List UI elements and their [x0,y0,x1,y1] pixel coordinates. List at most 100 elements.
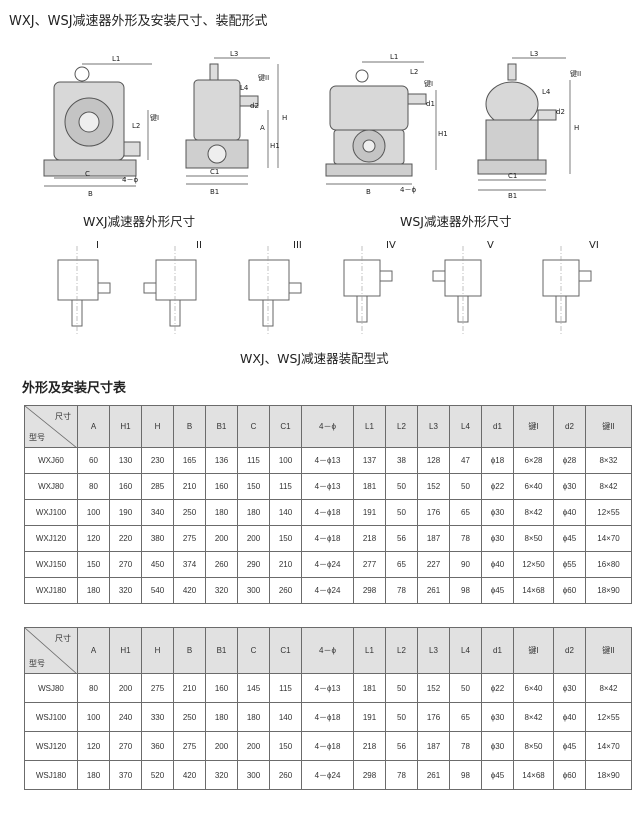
column-header: 4－ϕ [301,627,354,674]
dimension-cell: 4－ϕ18 [301,702,354,732]
wsj-front-view: L1 L2 键I d1 H1 B 4－ϕ [325,53,448,196]
corner-label-model: 型号 [29,433,45,442]
label-b: B [88,190,93,198]
dimension-cell: 4－ϕ18 [301,499,354,526]
dimension-cell: 261 [417,577,450,604]
column-header: 键II [585,627,632,674]
dimension-cell: 200 [237,731,270,761]
label-wsj-h1: H1 [438,130,448,138]
column-header: H [141,405,174,448]
dimension-cell: ϕ40 [481,551,514,578]
dimension-cell: 152 [417,673,450,703]
dimension-cell: 218 [353,525,386,552]
dimension-cell: 320 [205,577,238,604]
dimension-cell: 277 [353,551,386,578]
assembly-diagram-2 [143,246,197,334]
model-cell: WSJ180 [24,760,78,790]
dimension-cell: 4－ϕ13 [301,447,354,474]
dimension-cell: 150 [77,551,110,578]
dimension-cell: 18×90 [585,577,632,604]
column-header: L4 [449,627,482,674]
label-d2: d2 [250,102,259,110]
dimension-cell: 150 [237,473,270,500]
model-cell: WXJ100 [24,499,78,526]
model-cell: WXJ120 [24,525,78,552]
column-header: L4 [449,405,482,448]
column-header: B1 [205,627,238,674]
dimension-cell: 360 [141,731,174,761]
model-cell: WXJ150 [24,551,78,578]
dimension-cell: 210 [173,673,206,703]
assembly-type-2: II [130,238,230,338]
dimension-cell: ϕ40 [553,702,586,732]
wxj-front-view: L1 B C L2 键I 4－ϕ [43,55,159,198]
dimension-cell: ϕ30 [553,473,586,500]
dimension-cell: 240 [109,702,142,732]
dimension-cell: ϕ45 [481,760,514,790]
dimension-cell: 65 [449,499,482,526]
dimension-cell: 38 [385,447,418,474]
dimension-cell: 218 [353,731,386,761]
dimension-cell: 78 [449,731,482,761]
corner-header-cell: 尺寸型号 [24,627,78,674]
dimension-cell: ϕ22 [481,673,514,703]
dimension-cell: 65 [385,551,418,578]
dimension-cell: 115 [269,673,302,703]
column-header: H1 [109,627,142,674]
caption-assembly: WXJ、WSJ减速器装配型式 [240,351,389,366]
dimension-cell: ϕ45 [553,731,586,761]
model-cell: WXJ180 [24,577,78,604]
label-b1: B1 [210,188,219,196]
model-cell: WSJ120 [24,731,78,761]
dimension-cell: 56 [385,731,418,761]
column-header: C [237,405,270,448]
model-cell: WSJ80 [24,673,78,703]
dimension-cell: 181 [353,473,386,500]
dimension-cell: 275 [141,673,174,703]
dimension-cell: 152 [417,473,450,500]
dimension-cell: 120 [77,731,110,761]
column-header: L1 [353,405,386,448]
dimension-cell: 200 [237,525,270,552]
dimension-cell: ϕ18 [481,447,514,474]
assembly-label-2: II [196,240,202,251]
column-header: L2 [385,627,418,674]
label-wsj-l3: L3 [530,50,538,58]
dimension-cell: 78 [385,760,418,790]
label-wsj-c1: C1 [508,172,517,180]
label-wsj-b1: B1 [508,192,517,200]
column-header: L3 [417,627,450,674]
label-wsj-h: H [574,124,579,132]
dimension-cell: 80 [77,673,110,703]
dimension-cell: 450 [141,551,174,578]
dimension-cell: 298 [353,577,386,604]
dimension-cell: 14×68 [513,760,554,790]
dimension-cell: 90 [449,551,482,578]
caption-wxj-outline: WXJ减速器外形尺寸 [83,214,196,229]
dimension-cell: 6×40 [513,673,554,703]
label-wsj-key-ii: 键II [570,69,581,78]
dimension-cell: 270 [109,551,142,578]
dimension-cell: 160 [109,473,142,500]
dimension-cell: 290 [237,551,270,578]
label-a: A [260,124,265,132]
dimension-cell: 220 [109,525,142,552]
assembly-label-4: IV [386,240,396,251]
dimension-cell: 260 [205,551,238,578]
column-header: L2 [385,405,418,448]
column-header: H1 [109,405,142,448]
dimension-cell: 8×42 [585,473,632,500]
dimension-cell: 540 [141,577,174,604]
dimension-cell: 181 [353,673,386,703]
dimension-cell: 261 [417,760,450,790]
dimension-cell: 210 [269,551,302,578]
dimension-cell: 6×40 [513,473,554,500]
dimension-cell: 4－ϕ24 [301,577,354,604]
column-header: B [173,405,206,448]
column-header: d1 [481,627,514,674]
dimension-cell: 137 [353,447,386,474]
dimension-cell: 370 [109,760,142,790]
